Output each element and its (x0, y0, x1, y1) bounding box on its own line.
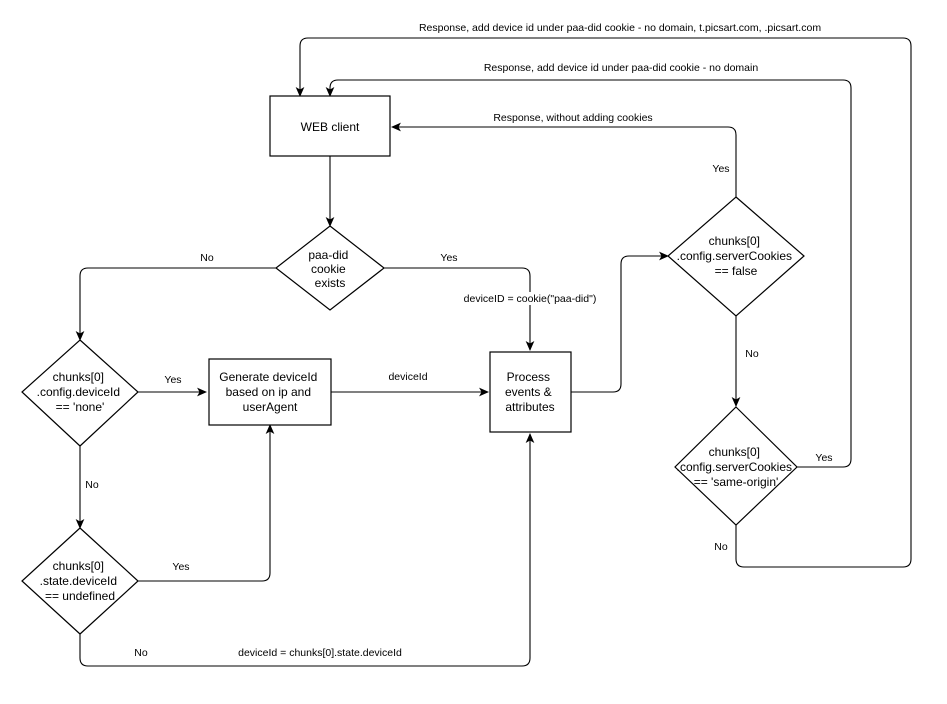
state-line-1: chunks[0] (53, 559, 104, 573)
edge-state-no (79, 433, 535, 667)
paa-did-line-1: paa-did (308, 248, 348, 262)
device-id-from-cookie-label: deviceID = cookie("paa-did") (464, 293, 597, 305)
response-all-domains-label: Response, add device id under paa-did co… (419, 22, 821, 34)
edge-same-origin-no (295, 37, 912, 568)
svg-text:chunks[0] .config.serv: chunks[0] .config.serverCookies == false (677, 234, 796, 278)
same-origin-no-label: No (714, 541, 728, 553)
web-client-box: WEB client (269, 95, 391, 157)
edges (75, 37, 912, 667)
generate-line-1: Generate deviceId (219, 370, 317, 384)
svg-text:Generate deviceId base: Generate deviceId based on ip and userAg… (219, 370, 320, 414)
paa-no-label: No (200, 252, 214, 264)
svg-text:Process events &: Process events & attributes (505, 370, 555, 414)
false-no-label: No (745, 348, 759, 360)
edge-state-yes (138, 424, 275, 582)
process-line-3: attributes (505, 400, 554, 414)
same-origin-line-2: .config.serverCookies (677, 460, 792, 474)
edge-false-yes (391, 122, 737, 197)
process-line-1: Process (507, 370, 550, 384)
server-cookies-same-origin-decision: chunks[0] .config.serverCookies == 'same… (674, 406, 798, 526)
device-id-from-state-label: deviceId = chunks[0].state.deviceId (238, 647, 402, 659)
state-line-2: .state.deviceId (40, 574, 117, 588)
state-yes-label: Yes (172, 561, 189, 573)
process-events-box: Process events & attributes (489, 351, 572, 433)
state-device-id-decision: chunks[0] .state.deviceId == undefined (21, 527, 139, 635)
response-without-cookies-label: Response, without adding cookies (493, 112, 652, 124)
response-no-domain-label: Response, add device id under paa-did co… (484, 62, 759, 74)
web-client-label: WEB client (301, 120, 360, 134)
server-cookies-false-decision: chunks[0] .config.serverCookies == false (667, 196, 805, 317)
state-no-label: No (134, 647, 148, 659)
paa-did-line-3: exists (315, 276, 346, 290)
false-check-line-3: == false (715, 264, 758, 278)
paa-did-line-2: cookie (311, 262, 346, 276)
edge-paa-check-yes (384, 267, 535, 351)
device-id-none-line-1: chunks[0] (53, 370, 104, 384)
edge-paa-check-no (75, 267, 276, 341)
generate-device-id-box: Generate deviceId based on ip and userAg… (208, 358, 332, 426)
paa-did-cookie-exists-decision: paa-did cookie exists (275, 225, 385, 311)
edge-same-origin-yes (325, 79, 852, 468)
device-id-none-yes-label: Yes (164, 374, 181, 386)
paa-yes-label: Yes (440, 252, 457, 264)
generated-device-id-label: deviceId (388, 371, 427, 383)
svg-text:paa-did cookie: paa-did cookie exists (308, 248, 351, 290)
device-id-none-line-2: .config.deviceId (37, 385, 120, 399)
state-line-3: == undefined (45, 589, 115, 603)
false-check-line-2: .config.serverCookies (677, 249, 792, 263)
edge-labels: No Yes deviceID = cookie("paa-did") Yes … (85, 22, 832, 659)
device-id-none-line-3: == 'none' (56, 400, 105, 414)
edge-process-to-false-check (571, 251, 669, 393)
device-id-none-no-label: No (85, 479, 99, 491)
same-origin-yes-label: Yes (815, 452, 832, 464)
svg-text:chunks[0] .config.serv: chunks[0] .config.serverCookies == 'same… (677, 445, 796, 489)
svg-text:WEB client: WEB client (301, 120, 360, 134)
generate-line-2: based on ip and (226, 385, 311, 399)
false-check-line-1: chunks[0] (709, 234, 760, 248)
process-line-2: events & (505, 385, 552, 399)
device-id-cookie-label-bg (459, 292, 601, 305)
same-origin-line-1: chunks[0] (709, 445, 760, 459)
device-id-none-decision: chunks[0] .config.deviceId == 'none' (21, 339, 139, 447)
svg-text:chunks[0] .state.devic: chunks[0] .state.deviceId == undefined (40, 559, 121, 603)
false-yes-label: Yes (712, 163, 729, 175)
generate-line-3: userAgent (243, 400, 298, 414)
same-origin-line-3: == 'same-origin' (694, 475, 779, 489)
svg-text:chunks[0] .config.devi: chunks[0] .config.deviceId == 'none' (37, 370, 124, 414)
nodes: WEB client paa-did cookie exists chunks[… (21, 95, 805, 635)
